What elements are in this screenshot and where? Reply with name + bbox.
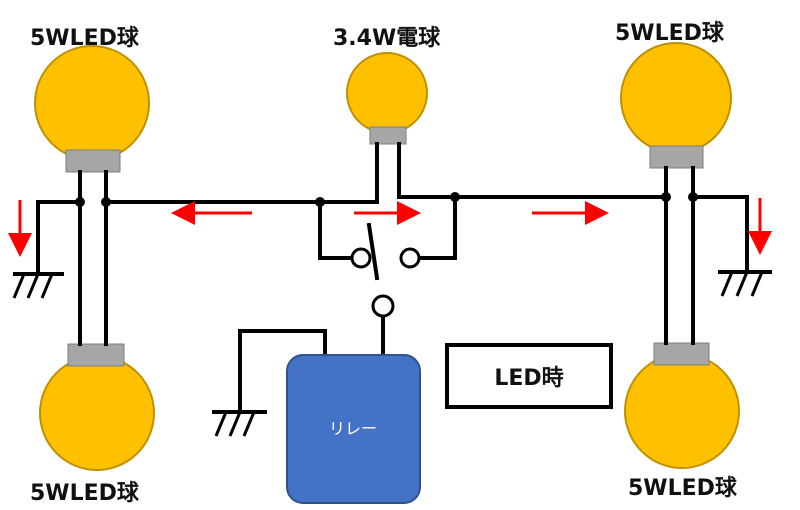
- switch-wire-left: [318, 200, 355, 260]
- bulb-top-center: [346, 52, 428, 145]
- ground-symbol-relay: [212, 410, 267, 437]
- label-bulb-bottom-left: 5WLED球: [30, 481, 140, 506]
- ground-symbol-right: [718, 270, 772, 297]
- mode-box: [445, 343, 613, 409]
- bulb-top-right: [620, 42, 732, 169]
- mode-label: LED時: [494, 366, 563, 391]
- label-bulb-top-center: 3.4W電球: [333, 26, 441, 51]
- label-bulb-top-right: 5WLED球: [615, 21, 725, 46]
- bulb-bottom-right: [624, 342, 740, 469]
- bulb-top-left: [34, 45, 150, 173]
- label-bulb-bottom-right: 5WLED球: [628, 476, 738, 501]
- ground-symbol-left: [12, 272, 64, 299]
- switch-blade-line: [366, 222, 380, 281]
- current-arrows: [8, 198, 772, 257]
- bulb-bottom-left: [39, 343, 155, 471]
- junction-dots: [75, 192, 698, 207]
- switch-contact-left: [350, 247, 372, 269]
- relay-label: リレー: [329, 419, 377, 438]
- relay-box: [286, 354, 421, 504]
- relay-ground-wire: [238, 329, 327, 414]
- ground-branch-right: [691, 195, 749, 272]
- switch-contact-right: [399, 247, 421, 269]
- switch-contact-common: [371, 294, 395, 318]
- switch-wire-right: [420, 195, 457, 260]
- ground-branch-left: [36, 200, 82, 272]
